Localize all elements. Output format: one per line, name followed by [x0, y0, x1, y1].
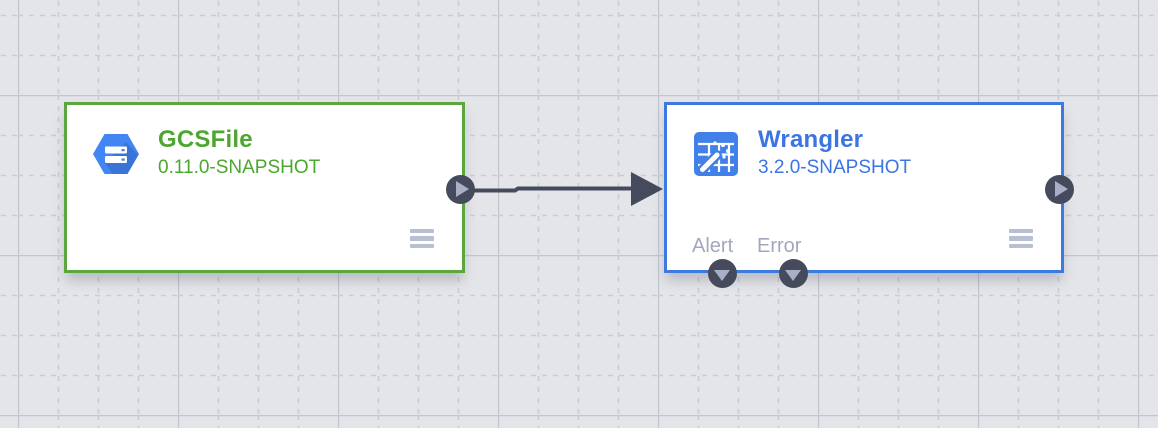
node-titles: Wrangler 3.2.0-SNAPSHOT — [758, 125, 911, 181]
play-triangle-icon — [1054, 181, 1068, 197]
node-title: Wrangler — [758, 126, 864, 153]
node-title: GCSFile — [158, 126, 253, 153]
node-header: GCSFile 0.11.0-SNAPSHOT — [92, 125, 320, 181]
alert-port-label: Alert — [692, 235, 734, 257]
node-wrangler[interactable]: Wrangler 3.2.0-SNAPSHOT Alert Error — [664, 102, 1074, 288]
node-header: Wrangler 3.2.0-SNAPSHOT — [692, 125, 911, 181]
hamburger-menu-icon[interactable] — [410, 228, 434, 248]
error-port-label: Error — [757, 235, 802, 257]
down-triangle-icon — [714, 269, 730, 281]
node-version: 0.11.0-SNAPSHOT — [158, 157, 321, 178]
down-triangle-icon — [785, 269, 801, 281]
output-port[interactable] — [446, 174, 475, 204]
gcs-storage-icon — [92, 130, 140, 178]
play-triangle-icon — [456, 181, 469, 197]
wrangler-wand-icon — [692, 130, 740, 178]
alert-port[interactable] — [707, 258, 737, 288]
hamburger-menu-icon[interactable] — [1009, 228, 1033, 248]
error-port[interactable] — [778, 258, 808, 288]
node-version: 3.2.0-SNAPSHOT — [758, 157, 912, 178]
node-titles: GCSFile 0.11.0-SNAPSHOT — [158, 125, 320, 181]
node-gcsfile[interactable]: GCSFile 0.11.0-SNAPSHOT — [64, 102, 475, 273]
output-port[interactable] — [1044, 174, 1074, 204]
